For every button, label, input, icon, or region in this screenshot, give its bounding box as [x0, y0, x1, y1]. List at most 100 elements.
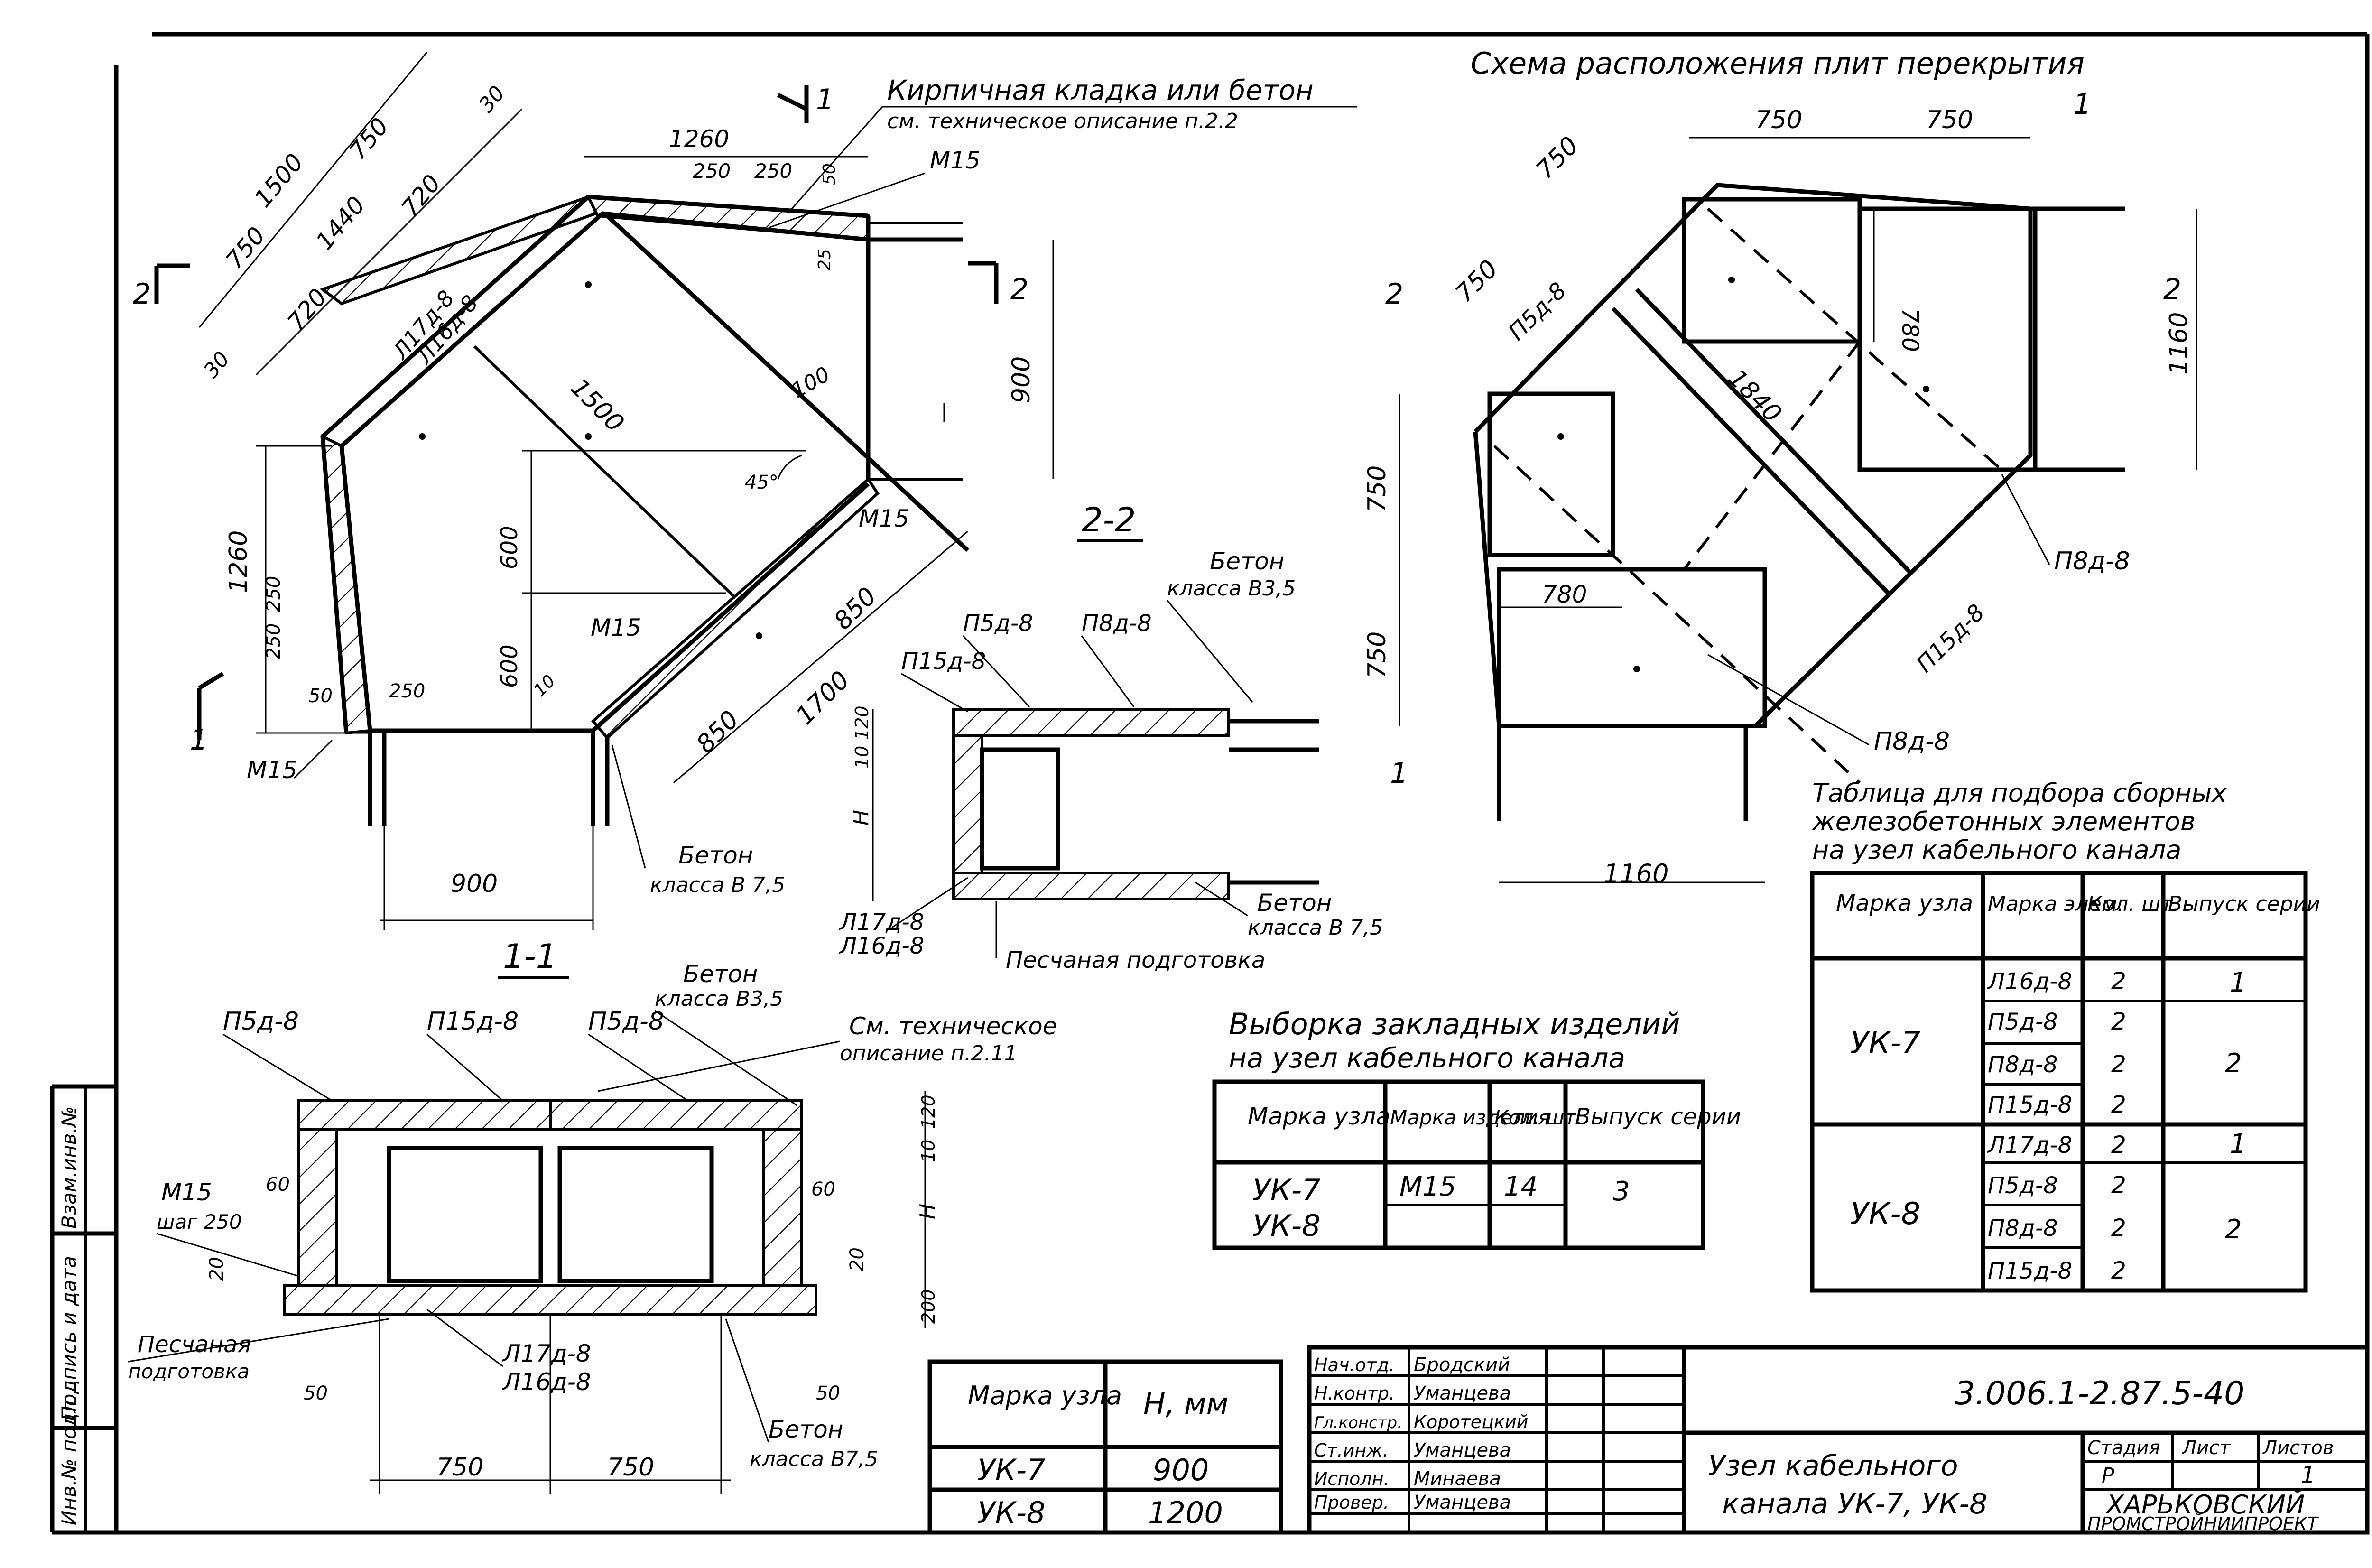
tb-sheets: 1 — [2301, 1462, 2316, 1488]
sch-p8a: П8д-8 — [2054, 547, 2130, 575]
s11-tech2: описание п.2.11 — [840, 1041, 1018, 1066]
el-item: 2 — [2111, 1214, 2126, 1242]
dim-plan: 600 — [496, 644, 523, 688]
el-series: 1 — [2230, 967, 2247, 998]
s22-wall — [952, 734, 983, 874]
emb-series: 3 — [1613, 1176, 1630, 1207]
el-item: 2 — [2111, 1171, 2126, 1199]
s11-p5b: П5д-8 — [588, 1007, 664, 1036]
m15-right: М15 — [859, 505, 909, 532]
el-item: П5д-8 — [1988, 1172, 2058, 1199]
el-series: 1 — [2230, 1129, 2247, 1160]
s11-class35: класса В3,5 — [655, 987, 783, 1011]
dim-plan: 50 — [308, 685, 333, 707]
dim-plan: 750 — [221, 222, 271, 274]
h-table: Марка узла H, мм УК-7 900 УК-8 1200 — [927, 1359, 1283, 1535]
el-item: Л16д-8 — [1987, 968, 2072, 995]
el-title-1: Таблица для подбора сборных — [1812, 778, 2227, 808]
s11-beton2: Бетон — [769, 1416, 843, 1443]
dim-plan: 900 — [1007, 356, 1036, 403]
el-item: 2 — [2111, 1131, 2126, 1159]
beton-plan: Бетон — [678, 842, 753, 869]
stamp-replace: Взам.инв.№ — [57, 1106, 81, 1229]
h-node: УК-7 — [977, 1453, 1046, 1487]
title-block: Нач.отд. Бродский Н.контр. Уманцева Гл.к… — [1307, 1345, 2370, 1535]
plan-wall-diag — [591, 477, 880, 740]
m15-top: М15 — [930, 147, 981, 174]
dim-plan: 100 — [788, 362, 834, 403]
m15-left: М15 — [247, 756, 297, 784]
sch-dim: 1160 — [2165, 312, 2193, 375]
plan-view — [198, 52, 1054, 930]
sch-cut1b: 1 — [1390, 757, 1408, 790]
s11-dim750b: 750 — [607, 1453, 654, 1482]
emb-h-item: Марка изделия — [1390, 1106, 1550, 1129]
s11-sand2: подготовка — [128, 1360, 250, 1383]
section-1-1: 1-1 П5д-8 П15д-8 П5д-8 Бетон класса В3,5… — [128, 937, 1057, 1494]
s22-slab — [952, 708, 1230, 737]
dim-plan: 30 — [199, 347, 234, 383]
slab-d — [1497, 567, 1767, 728]
brick-label: Кирпичная кладка или бетон — [887, 74, 1314, 106]
s22-l16: Л16д-8 — [839, 933, 924, 959]
sch-dim: 750 — [1363, 631, 1391, 678]
stamp-sign: Подпись и дата — [57, 1256, 81, 1421]
s11-dim200: 200 — [918, 1289, 939, 1324]
s11-dim20a: 20 — [206, 1257, 228, 1281]
side-stamp: Инв.№ подл. Подпись и дата Взам.инв.№ — [57, 1106, 81, 1525]
dim-plan: 1260 — [224, 530, 253, 593]
h-head-node: Марка узла — [968, 1381, 1122, 1410]
dim-plan: 250 — [263, 576, 285, 612]
s22-dimH: H — [849, 810, 873, 826]
schema-dot — [1557, 433, 1564, 440]
sch-dim: 750 — [1755, 106, 1802, 134]
plan-dot — [419, 433, 426, 440]
tb-role: Исполн. — [1314, 1468, 1390, 1489]
s22-dim120: 120 — [852, 705, 872, 740]
cut-2-left: 2 — [133, 278, 151, 311]
s22-sand: Песчаная подготовка — [1006, 947, 1265, 974]
emb-node: УК-7 — [1252, 1173, 1321, 1207]
tb-name: Минаева — [1414, 1468, 1501, 1490]
el-item: Л17д-8 — [1987, 1132, 2072, 1159]
sch-dim: 750 — [1450, 255, 1504, 308]
plan-labels: Кирпичная кладка или бетон см. техническ… — [133, 74, 1357, 898]
tb-stage: Р — [2102, 1464, 2114, 1488]
dim-plan: 850 — [829, 582, 882, 636]
section-2-2: 2-2 Бетон класса В3,5 П5д-8 П8д-8 П15д-8… — [839, 501, 1383, 974]
emb-qty: 14 — [1504, 1171, 1538, 1202]
dim-plan: 900 — [451, 870, 498, 898]
s22-p5: П5д-8 — [963, 610, 1033, 637]
s22-class35: класса В3,5 — [1167, 576, 1296, 601]
schema-dot — [1728, 277, 1735, 283]
slab-c — [1487, 391, 1615, 557]
el-title-2: железобетонных элементов — [1811, 807, 2196, 836]
elements-table: Таблица для подбора сборных железобетонн… — [1810, 778, 2320, 1293]
s11-base — [283, 1284, 817, 1316]
dim-plan: 1440 — [311, 191, 371, 255]
section-2-2-title: 2-2 — [1082, 501, 1136, 539]
s22-l17: Л17д-8 — [839, 909, 924, 936]
sch-dim: 780 — [1542, 581, 1587, 608]
sch-dim: 750 — [1926, 106, 1973, 134]
beton-class-plan: класса В 7,5 — [650, 873, 785, 897]
el-item: П8д-8 — [1988, 1215, 2058, 1242]
schema-title: Схема расположения плит перекрытия — [1471, 46, 2085, 81]
emb-h-series: Выпуск серии — [1575, 1104, 1741, 1130]
s22-beton: Бетон — [1210, 547, 1284, 575]
tb-role: Провер. — [1314, 1492, 1389, 1513]
tb-role: Гл.констр. — [1314, 1413, 1402, 1432]
dim-plan: 750 — [344, 112, 394, 165]
tb-name: Уманцева — [1414, 1492, 1511, 1513]
sch-dim: 750 — [1531, 131, 1584, 185]
dim-plan: 250 — [263, 623, 285, 659]
el-item: 2 — [2111, 1050, 2126, 1078]
dim-plan: 1260 — [669, 125, 729, 153]
tb-stage-h: Стадия — [2087, 1437, 2160, 1459]
cut-2-right: 2 — [1010, 273, 1028, 306]
s11-m15: М15 — [161, 1178, 212, 1206]
s22-base — [952, 872, 1230, 900]
stamp-inv: Инв.№ подл. — [57, 1394, 81, 1525]
s11-p5a: П5д-8 — [223, 1007, 299, 1036]
